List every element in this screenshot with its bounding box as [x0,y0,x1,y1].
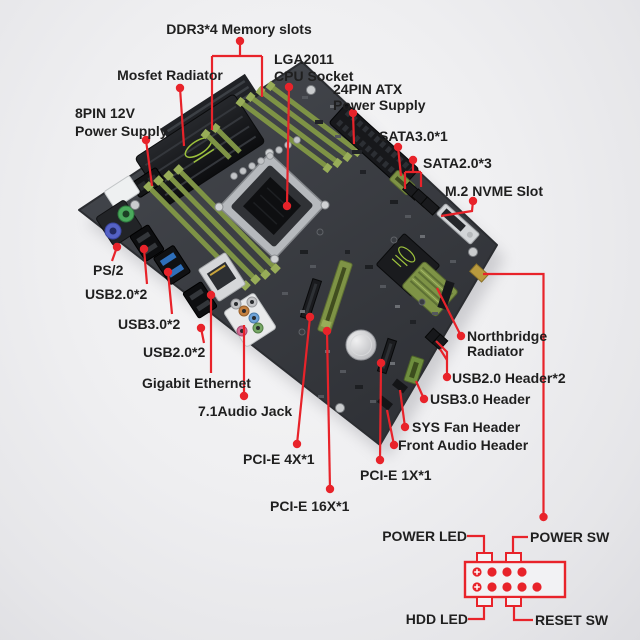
label-atx-line2: Power Supply [333,97,426,113]
leader-mosfet [178,87,186,147]
label-mosfet: Mosfet Radiator [117,67,223,83]
label-usb3-header: USB3.0 Header [430,391,531,407]
label-eps-line2: Power Supply [75,123,168,139]
cmos-battery [345,329,377,361]
label-sata3: SATA3.0*1 [379,128,448,144]
pinout-tab-bottom-right [505,596,522,607]
ps2-port [96,200,142,246]
label-northbridge-line2: Radiator [467,343,524,359]
leader-pcie16 [325,330,332,490]
label-usb2-rear-a: USB2.0*2 [85,286,147,302]
label-usb2-header: USB2.0 Header*2 [452,370,566,386]
pinout-leaders [467,534,533,622]
label-northbridge-line1: Northbridge [467,328,547,344]
leader-pcie4 [295,316,312,445]
usb2-headers [424,327,449,351]
leader-atx [351,112,356,145]
pinout-box [463,560,567,599]
leader-memory [210,41,264,130]
leader-front-panel [483,272,545,517]
pinout-pins [472,567,542,592]
cpu-socket [214,148,330,264]
label-audio: 7.1Audio Jack [198,403,292,419]
label-cpu-line2: CPU Socket [274,68,354,84]
audio-jacks [224,293,276,347]
pcie-x16-slot [317,259,353,335]
label-eps-line1: 8PIN 12V [75,105,136,121]
labels: DDR3*4 Memory slots Mosfet Radiator LGA2… [75,21,566,514]
label-frontaudio: Front Audio Header [398,437,529,453]
label-cpu-line1: LGA2011 [274,51,334,67]
aux-header [437,280,455,310]
rear-io-ports [96,175,276,347]
ethernet-port [198,252,246,302]
label-pcie4: PCI-E 4X*1 [243,451,315,467]
ram-slots-bank-upper [235,80,363,174]
label-pcie16: PCI-E 16X*1 [270,498,350,514]
usb3-ports [153,245,191,285]
leader-cpu [285,86,291,207]
leader-sysfan [398,389,407,428]
label-lan: Gigabit Ethernet [142,375,251,391]
label-reset-sw: RESET SW [535,612,609,628]
label-ps2: PS/2 [93,262,124,278]
label-pcie1: PCI-E 1X*1 [360,467,432,483]
pinout-tab-top-right [505,552,522,563]
leader-lines [110,36,548,522]
label-usb3-rear: USB3.0*2 [118,316,180,332]
leader-pcie1 [378,362,383,461]
sata2-ports [402,181,440,216]
label-hdd-led: HDD LED [406,611,468,627]
label-power-sw: POWER SW [530,529,610,545]
usb2-ports-b [182,281,218,319]
label-memory: DDR3*4 Memory slots [166,21,312,37]
leader-sata2 [403,160,423,189]
label-m2: M.2 NVME Slot [445,183,543,199]
socket-capacitor-row [230,136,301,180]
leader-usb3-rear [166,271,174,315]
label-power-led: POWER LED [382,528,467,544]
label-sata2: SATA2.0*3 [423,155,492,171]
ram-slots-bank-lower [143,164,281,291]
pinout-tab-bottom-left [476,596,493,607]
leader-usb2-header [435,340,449,377]
leader-usb2-rear-a [142,248,149,285]
front-panel-pinout-diagram: POWER LED POWER SW HDD LED RESET SW [382,528,610,628]
ram-slots-bank-middle [200,122,242,160]
leader-eps [144,139,154,187]
leader-frontaudio [385,409,396,446]
optical-port [104,175,140,209]
usb3-header [403,355,425,385]
smd-components [130,85,478,413]
pinout-tab-top-left [476,552,493,563]
leader-northbridge [436,287,462,337]
label-sysfan: SYS Fan Header [412,419,521,435]
leader-sata3 [396,146,403,177]
label-atx-line1: 24PIN ATX [333,81,403,97]
front-panel-header [469,263,489,283]
pcie-x4-slot [299,277,323,321]
sys-fan-header [392,378,408,394]
label-usb2-rear-b: USB2.0*2 [143,344,205,360]
